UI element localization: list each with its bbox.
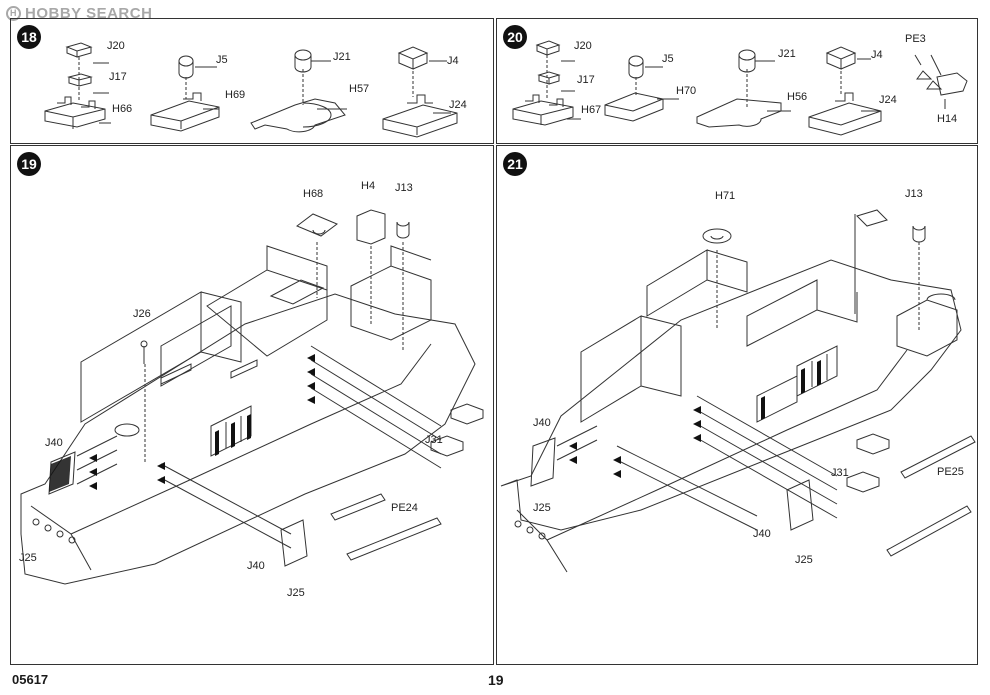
step-19-badge: 19 xyxy=(17,152,41,176)
label-j40-front: J40 xyxy=(45,437,63,449)
label-j25-front: J25 xyxy=(19,552,37,564)
label-j40-front: J40 xyxy=(533,417,551,429)
label-j31: J31 xyxy=(831,467,849,479)
step-20-drawing xyxy=(497,19,979,145)
step-19-panel: 19 xyxy=(10,145,494,665)
label-j13: J13 xyxy=(905,188,923,200)
label-j25-front: J25 xyxy=(533,502,551,514)
label-j17: J17 xyxy=(577,74,595,86)
label-j21: J21 xyxy=(778,48,796,60)
label-j13: J13 xyxy=(395,182,413,194)
label-j26: J26 xyxy=(133,308,151,320)
step-18-panel: 18 J20 xyxy=(10,18,494,144)
step-18-badge: 18 xyxy=(17,25,41,49)
label-h67: H67 xyxy=(581,104,602,116)
label-h69: H69 xyxy=(225,89,246,101)
label-j40-side: J40 xyxy=(247,560,265,572)
label-h14: H14 xyxy=(937,113,958,125)
hobby-search-logo-icon: H xyxy=(6,5,21,21)
label-j4: J4 xyxy=(871,49,883,61)
step-20-badge: 20 xyxy=(503,25,527,49)
label-j24: J24 xyxy=(879,94,897,106)
label-h56: H56 xyxy=(787,91,808,103)
label-j25-side: J25 xyxy=(287,587,305,599)
step-19-superstructure-drawing xyxy=(11,146,495,666)
label-h57: H57 xyxy=(349,83,370,95)
label-h71: H71 xyxy=(715,190,736,202)
step-21-superstructure-drawing xyxy=(497,146,979,666)
label-j20: J20 xyxy=(574,40,592,52)
watermark: H HOBBY SEARCH xyxy=(6,4,152,22)
label-h68: H68 xyxy=(303,188,324,200)
step-21-badge: 21 xyxy=(503,152,527,176)
label-j40-side: J40 xyxy=(753,528,771,540)
label-j21: J21 xyxy=(333,51,351,63)
label-pe24: PE24 xyxy=(391,502,418,514)
label-j5: J5 xyxy=(662,53,674,65)
watermark-text: HOBBY SEARCH xyxy=(25,4,153,22)
label-h4: H4 xyxy=(361,180,376,192)
label-pe25: PE25 xyxy=(937,466,964,478)
label-j20: J20 xyxy=(107,40,125,52)
label-j5: J5 xyxy=(216,54,228,66)
label-h66: H66 xyxy=(112,103,133,115)
step-20-panel: 20 J20 J17 H67 xyxy=(496,18,978,144)
page-number: 19 xyxy=(488,672,504,688)
product-code: 05617 xyxy=(12,672,49,687)
step-21-panel: 21 H71 J13 J40 xyxy=(496,145,978,665)
label-j24: J24 xyxy=(449,99,467,111)
step-18-drawing xyxy=(11,19,495,145)
label-j17: J17 xyxy=(109,71,127,83)
label-h70: H70 xyxy=(676,85,697,97)
label-j25-side: J25 xyxy=(795,554,813,566)
label-j31: J31 xyxy=(425,434,443,446)
label-j4: J4 xyxy=(447,55,459,67)
label-pe3: PE3 xyxy=(905,33,926,45)
